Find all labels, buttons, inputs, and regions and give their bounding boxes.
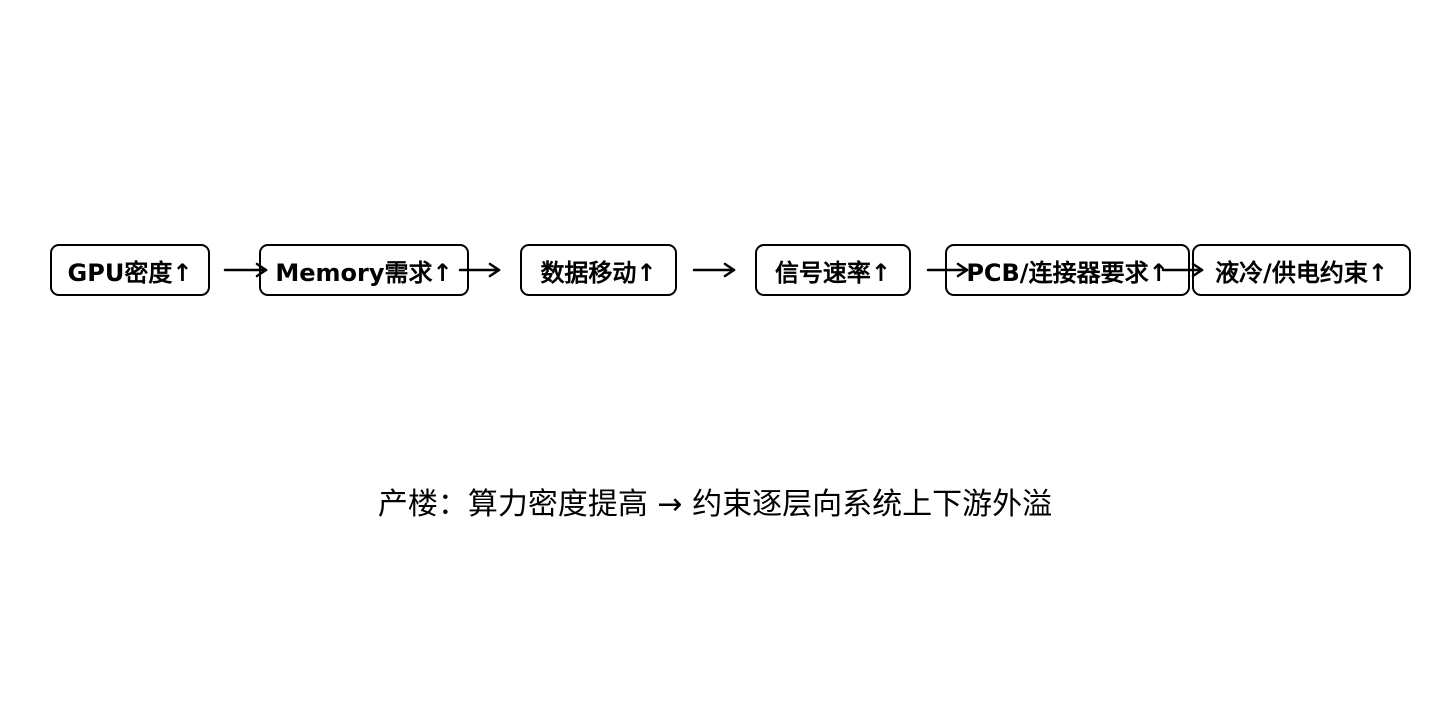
node-gpu-density: GPU密度↑ xyxy=(50,244,210,296)
node-memory-demand: Memory需求↑ xyxy=(259,244,469,296)
node-data-movement: 数据移动↑ xyxy=(520,244,677,296)
diagram-caption: 产楼：算力密度提高 → 约束逐层向系统上下游外溢 xyxy=(377,487,1053,522)
node-pcb-connector: PCB/连接器要求↑ xyxy=(945,244,1190,296)
arrow-data-to-signal xyxy=(692,262,736,278)
node-signal-rate: 信号速率↑ xyxy=(755,244,911,296)
node-liquid-cooling-power: 液冷/供电约束↑ xyxy=(1192,244,1411,296)
